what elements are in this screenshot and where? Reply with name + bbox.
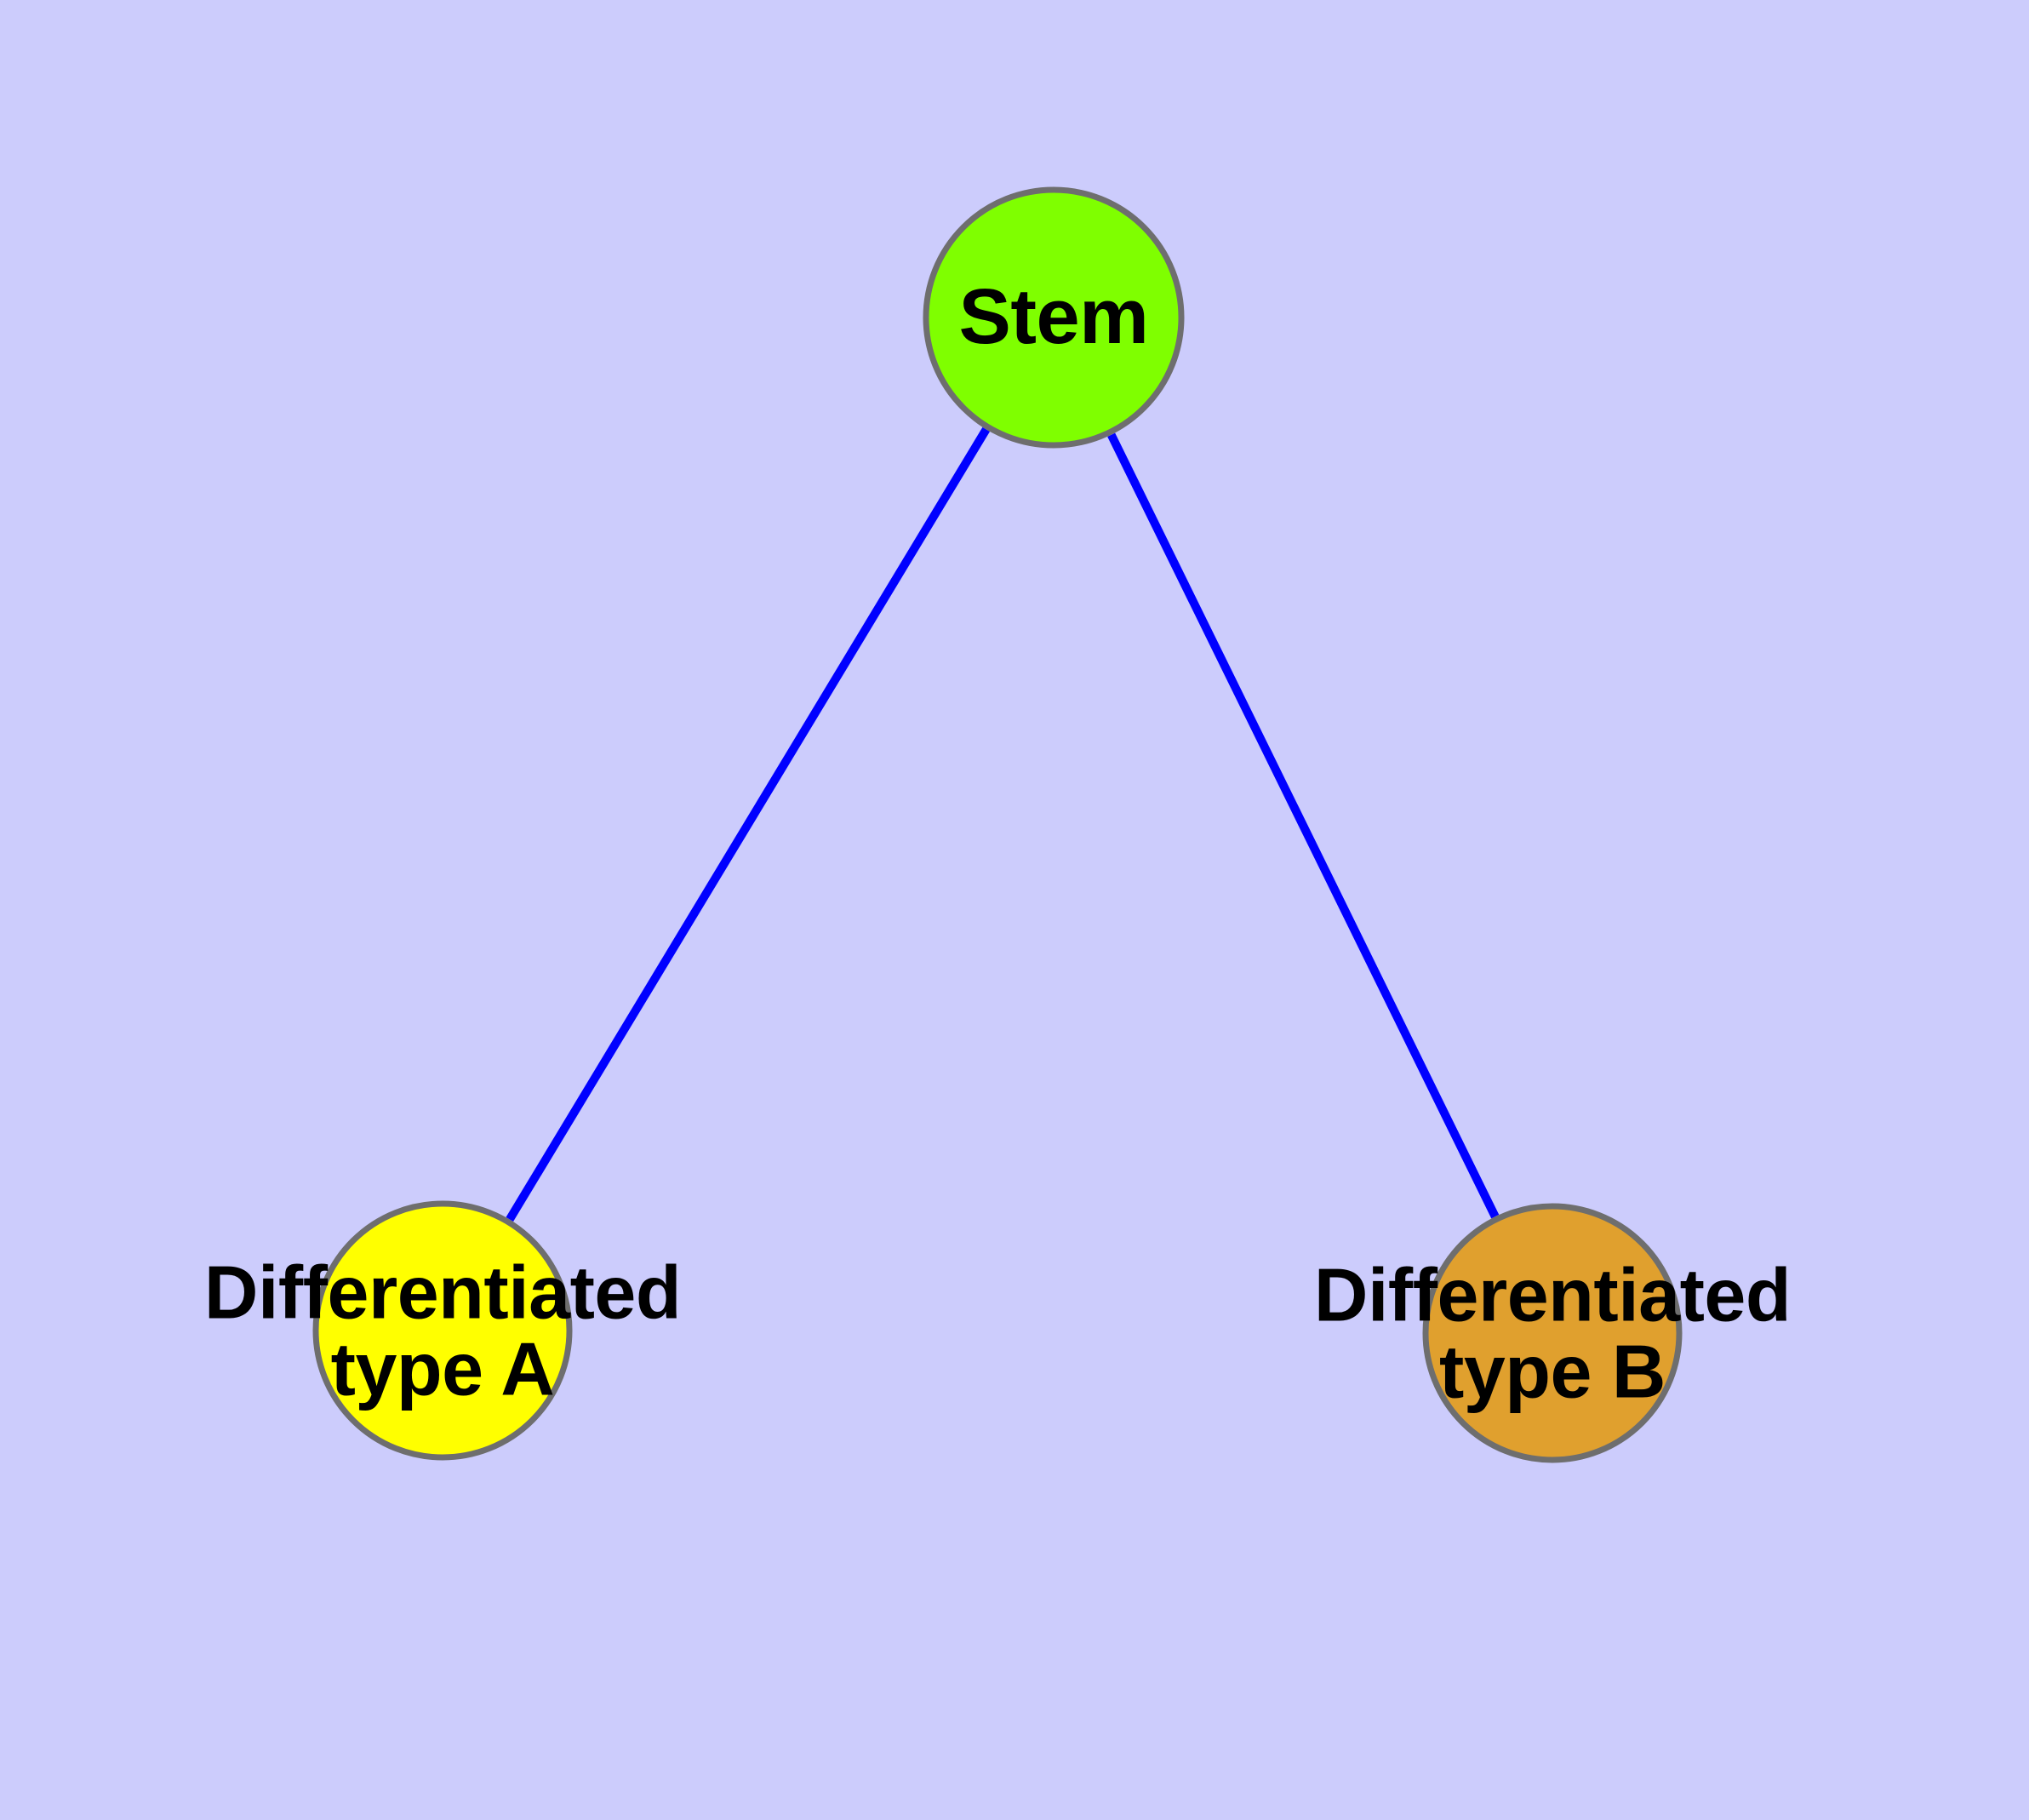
node-circle-diff_a[interactable] (312, 1200, 573, 1461)
edge-layer (506, 426, 1500, 1222)
node-circle-diff_b[interactable] (1422, 1203, 1683, 1463)
node-differentiated-type-a[interactable] (316, 1204, 569, 1457)
node-circle-stem[interactable] (923, 186, 1185, 449)
node-layer (312, 186, 1683, 1463)
node-differentiated-type-b[interactable] (1426, 1206, 1679, 1460)
edge-stem-to-a (506, 426, 990, 1222)
node-stem[interactable] (926, 190, 1181, 445)
edge-stem-to-b (1107, 432, 1500, 1219)
